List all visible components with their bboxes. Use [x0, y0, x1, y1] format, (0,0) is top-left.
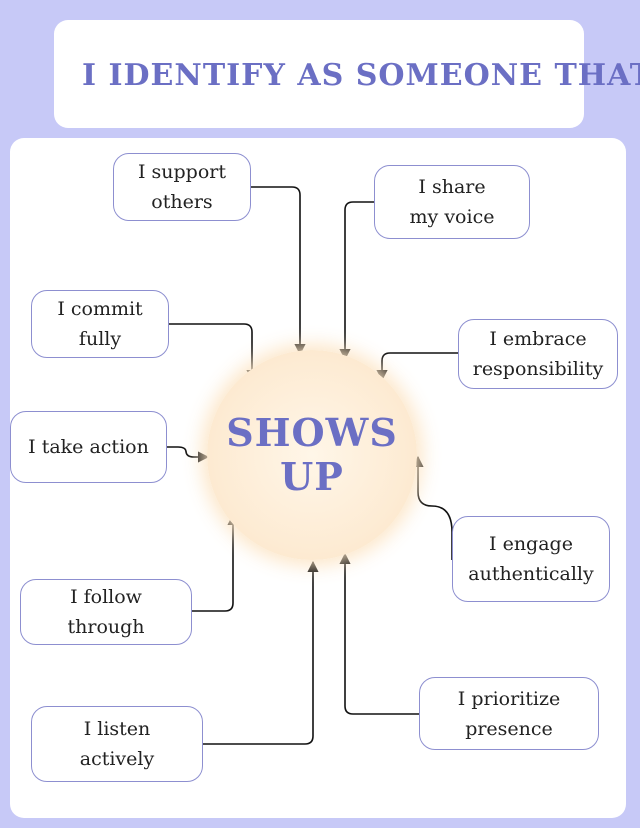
page-title: I IDENTIFY AS SOMEONE THAT [82, 58, 640, 93]
node-line-2: my voice [409, 206, 495, 228]
node-line-1: I support [137, 161, 226, 183]
center-line-2: UP [280, 454, 344, 499]
node-line-1: I engage [489, 533, 573, 555]
connector-action [167, 446, 210, 463]
connector-follow [192, 513, 239, 612]
node-line-1: I share [418, 176, 486, 198]
node-listen: I listen actively [31, 706, 203, 782]
connector-embrace [376, 352, 458, 382]
node-line-1: I take action [28, 436, 149, 458]
node-take-action: I take action [10, 411, 167, 483]
node-line-2: fully [78, 328, 122, 350]
node-engage: I engage authentically [452, 516, 610, 602]
node-line-2: presence [465, 717, 553, 740]
node-line-2: others [151, 191, 213, 213]
connector-commit [168, 323, 258, 382]
node-line-2: authentically [468, 563, 594, 585]
connector-engage [412, 455, 453, 560]
node-line-2: actively [79, 748, 155, 770]
node-line-2: through [67, 616, 145, 638]
node-line-1: I embrace [489, 328, 587, 350]
center-line-1: SHOWS [226, 410, 398, 455]
connector-prioritize [339, 552, 419, 715]
node-line-1: I commit [57, 298, 143, 320]
node-commit: I commit fully [31, 290, 169, 358]
connector-share [339, 201, 375, 361]
node-embrace: I embrace responsibility [458, 319, 618, 389]
node-follow: I follow through [20, 579, 192, 645]
connector-support [250, 186, 306, 356]
center-node-shows-up: SHOWS UP [207, 350, 417, 560]
title-card [54, 20, 584, 128]
node-line-1: I follow [70, 586, 142, 608]
node-line-1: I listen [83, 718, 151, 740]
node-line-2: responsibility [472, 358, 604, 380]
node-share: I share my voice [374, 165, 530, 239]
node-support: I support others [113, 153, 251, 221]
connector-listen [203, 560, 319, 745]
node-line-1: I prioritize [457, 687, 561, 710]
node-prioritize: I prioritize presence [419, 677, 599, 750]
